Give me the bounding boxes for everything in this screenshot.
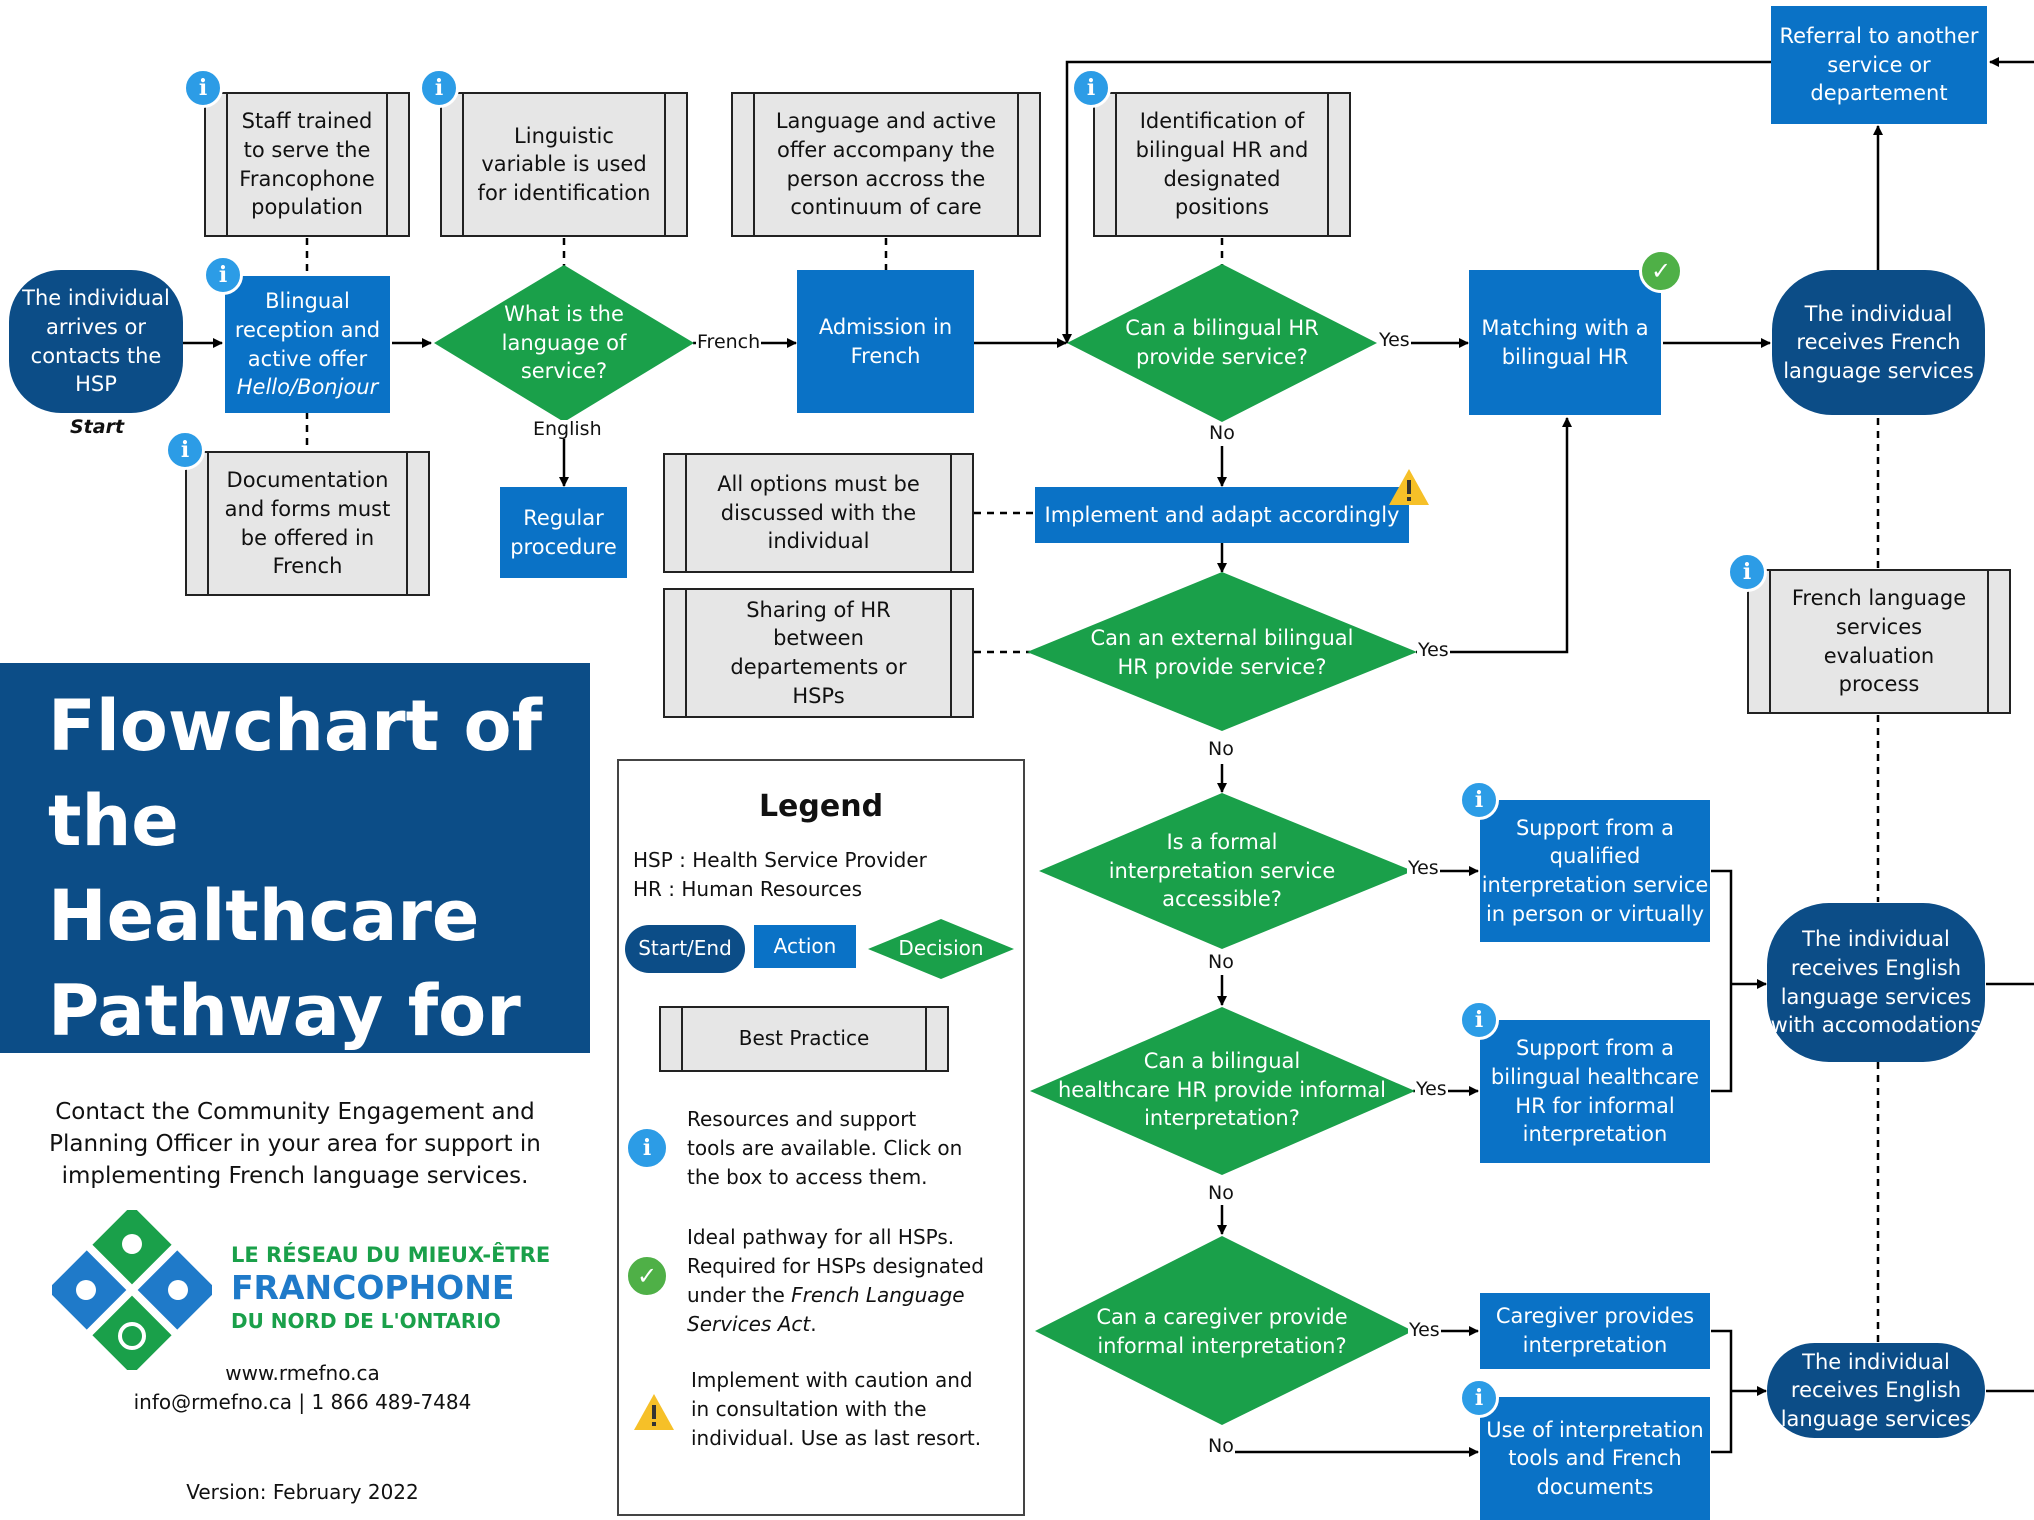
website-link[interactable]: www.rmefno.ca [225, 1361, 380, 1385]
caregiver-provides-action[interactable]: Caregiver provides interpretation [1480, 1293, 1710, 1369]
admission-action[interactable]: Admission in French [797, 270, 974, 413]
info-icon[interactable]: i [203, 255, 243, 295]
documentation-best-practice[interactable]: Documentation and forms must be offered … [185, 451, 430, 596]
label-english: English [532, 418, 603, 440]
label-yes-5: Yes [1408, 1319, 1441, 1341]
informal-hr-diamond[interactable] [1030, 1007, 1415, 1175]
all-options-best-practice[interactable]: All options must be discussed with the i… [663, 453, 974, 573]
legend-checkmark-icon: ✓ [625, 1254, 669, 1298]
receives-english-acc-node[interactable]: The individual receives English language… [1767, 903, 1985, 1062]
title-panel: Flowchart of the Healthcare Pathway for … [0, 663, 600, 1147]
info-icon[interactable]: i [183, 68, 223, 108]
receives-english-node[interactable]: The individual receives English language… [1767, 1343, 1985, 1438]
tools-action[interactable]: Use of interpretation tools and French d… [1480, 1397, 1710, 1520]
legend-abbreviations: HSP : Health Service Provider HR : Human… [633, 848, 927, 901]
external-diamond[interactable] [1027, 572, 1417, 731]
logo-line-1: LE RÉSEAU DU MIEUX-ÊTRE [231, 1243, 551, 1267]
label-no-5: No [1207, 1435, 1235, 1457]
info-icon[interactable]: i [165, 430, 205, 470]
logo-line-3: DU NORD DE L'ONTARIO [231, 1309, 501, 1333]
regular-procedure[interactable]: Regular procedure [500, 487, 627, 578]
matching-action[interactable]: Matching with a bilingual HR [1469, 270, 1661, 415]
sharing-best-practice[interactable]: Sharing of HR between departements or HS… [663, 588, 974, 718]
rmefno-logo-mark [52, 1210, 212, 1370]
reception-action[interactable]: Blingual reception and active offer Hell… [225, 276, 390, 413]
legend-warning-text: Implement with caution and in consultati… [691, 1368, 982, 1450]
caregiver-question-text: Can a caregiver provide informal interpr… [1096, 1305, 1348, 1358]
label-yes-3: Yes [1407, 857, 1440, 879]
external-text: Can an external bilingual HR provide ser… [1090, 626, 1354, 679]
email-phone[interactable]: info@rmefno.ca | 1 866 489-7484 [133, 1390, 472, 1414]
can-bilingual-diamond[interactable] [1067, 264, 1377, 422]
legend-start-end: Start/End [625, 925, 745, 973]
start-node[interactable]: The individual arrives or contacts the H… [9, 270, 183, 413]
reception-italic: Hello/Bonjour [236, 375, 379, 400]
legend-check-text: Ideal pathway for all HSPs. Required for… [687, 1223, 1017, 1339]
linguistic-best-practice[interactable]: Linguistic variable is used for identifi… [440, 92, 688, 237]
legend-action: Action [754, 925, 856, 968]
implement-action[interactable]: Implement and adapt accordingly [1035, 487, 1409, 543]
label-yes-1: Yes [1378, 329, 1411, 351]
support-qualified-action[interactable]: Support from a qualified interpretation … [1480, 800, 1710, 942]
label-yes-4: Yes [1415, 1078, 1448, 1100]
identification-best-practice[interactable]: Identification of bilingual HR and desig… [1093, 92, 1351, 237]
info-icon[interactable]: i [1459, 1378, 1499, 1418]
staff-best-practice[interactable]: Staff trained to serve the Francophone p… [204, 92, 410, 237]
label-no-3: No [1207, 951, 1235, 973]
contact-text: Contact the Community Engagement and Pla… [49, 1099, 541, 1190]
reception-text: Blingual reception and active offer [234, 289, 381, 371]
what-language-diamond[interactable] [434, 265, 694, 422]
info-icon[interactable]: i [1071, 68, 1111, 108]
legend-title: Legend [758, 789, 884, 824]
label-french: French [696, 331, 762, 353]
page-title: Flowchart of the Healthcare Pathway for … [48, 685, 600, 1147]
legend-info-text: Resources and support tools are availabl… [687, 1107, 963, 1189]
referral-action[interactable]: Referral to another service or departeme… [1771, 6, 1987, 124]
legend: Legend HSP : Health Service Provider HR … [617, 759, 1025, 1516]
accompany-best-practice[interactable]: Language and active offer accompany the … [731, 92, 1041, 237]
receives-french-node[interactable]: The individual receives French language … [1772, 270, 1985, 415]
version-text: Version: February 2022 [186, 1480, 419, 1504]
legend-check-main: Ideal pathway for all HSPs. Required for… [687, 1225, 984, 1307]
legend-check-period: . [810, 1312, 817, 1336]
formal-diamond[interactable] [1039, 793, 1413, 949]
info-icon[interactable]: i [419, 68, 459, 108]
legend-decision-shape [868, 919, 1014, 979]
legend-check-italic: French Language Services Act [687, 1283, 965, 1336]
legend-best-practice: Best Practice [659, 1006, 949, 1072]
legend-warning-icon [634, 1394, 674, 1430]
evaluation-best-practice[interactable]: French language services evaluation proc… [1747, 569, 2011, 714]
warning-icon [1389, 469, 1429, 505]
legend-decision: Decision [898, 936, 984, 961]
formal-text: Is a formal interpretation service acces… [1108, 830, 1336, 912]
label-no-1: No [1208, 422, 1236, 444]
informal-hr-text: Can a bilingual healthcare HR provide in… [1057, 1049, 1387, 1131]
support-bilingual-action[interactable]: Support from a bilingual healthcare HR f… [1480, 1020, 1710, 1163]
info-icon[interactable]: i [1727, 552, 1767, 592]
logo-line-2: FRANCOPHONE [231, 1268, 515, 1307]
legend-info-icon: i [625, 1126, 669, 1170]
info-icon[interactable]: i [1459, 780, 1499, 820]
checkmark-icon: ✓ [1639, 249, 1683, 293]
caregiver-diamond[interactable] [1035, 1236, 1413, 1425]
what-language-text: What is the language of service? [501, 302, 627, 384]
info-icon[interactable]: i [1459, 1000, 1499, 1040]
label-yes-2: Yes [1417, 639, 1450, 661]
label-no-4: No [1207, 1182, 1235, 1204]
label-no-2: No [1207, 738, 1235, 760]
start-label: Start [70, 416, 125, 438]
can-bilingual-text: Can a bilingual HR provide service? [1125, 316, 1319, 369]
